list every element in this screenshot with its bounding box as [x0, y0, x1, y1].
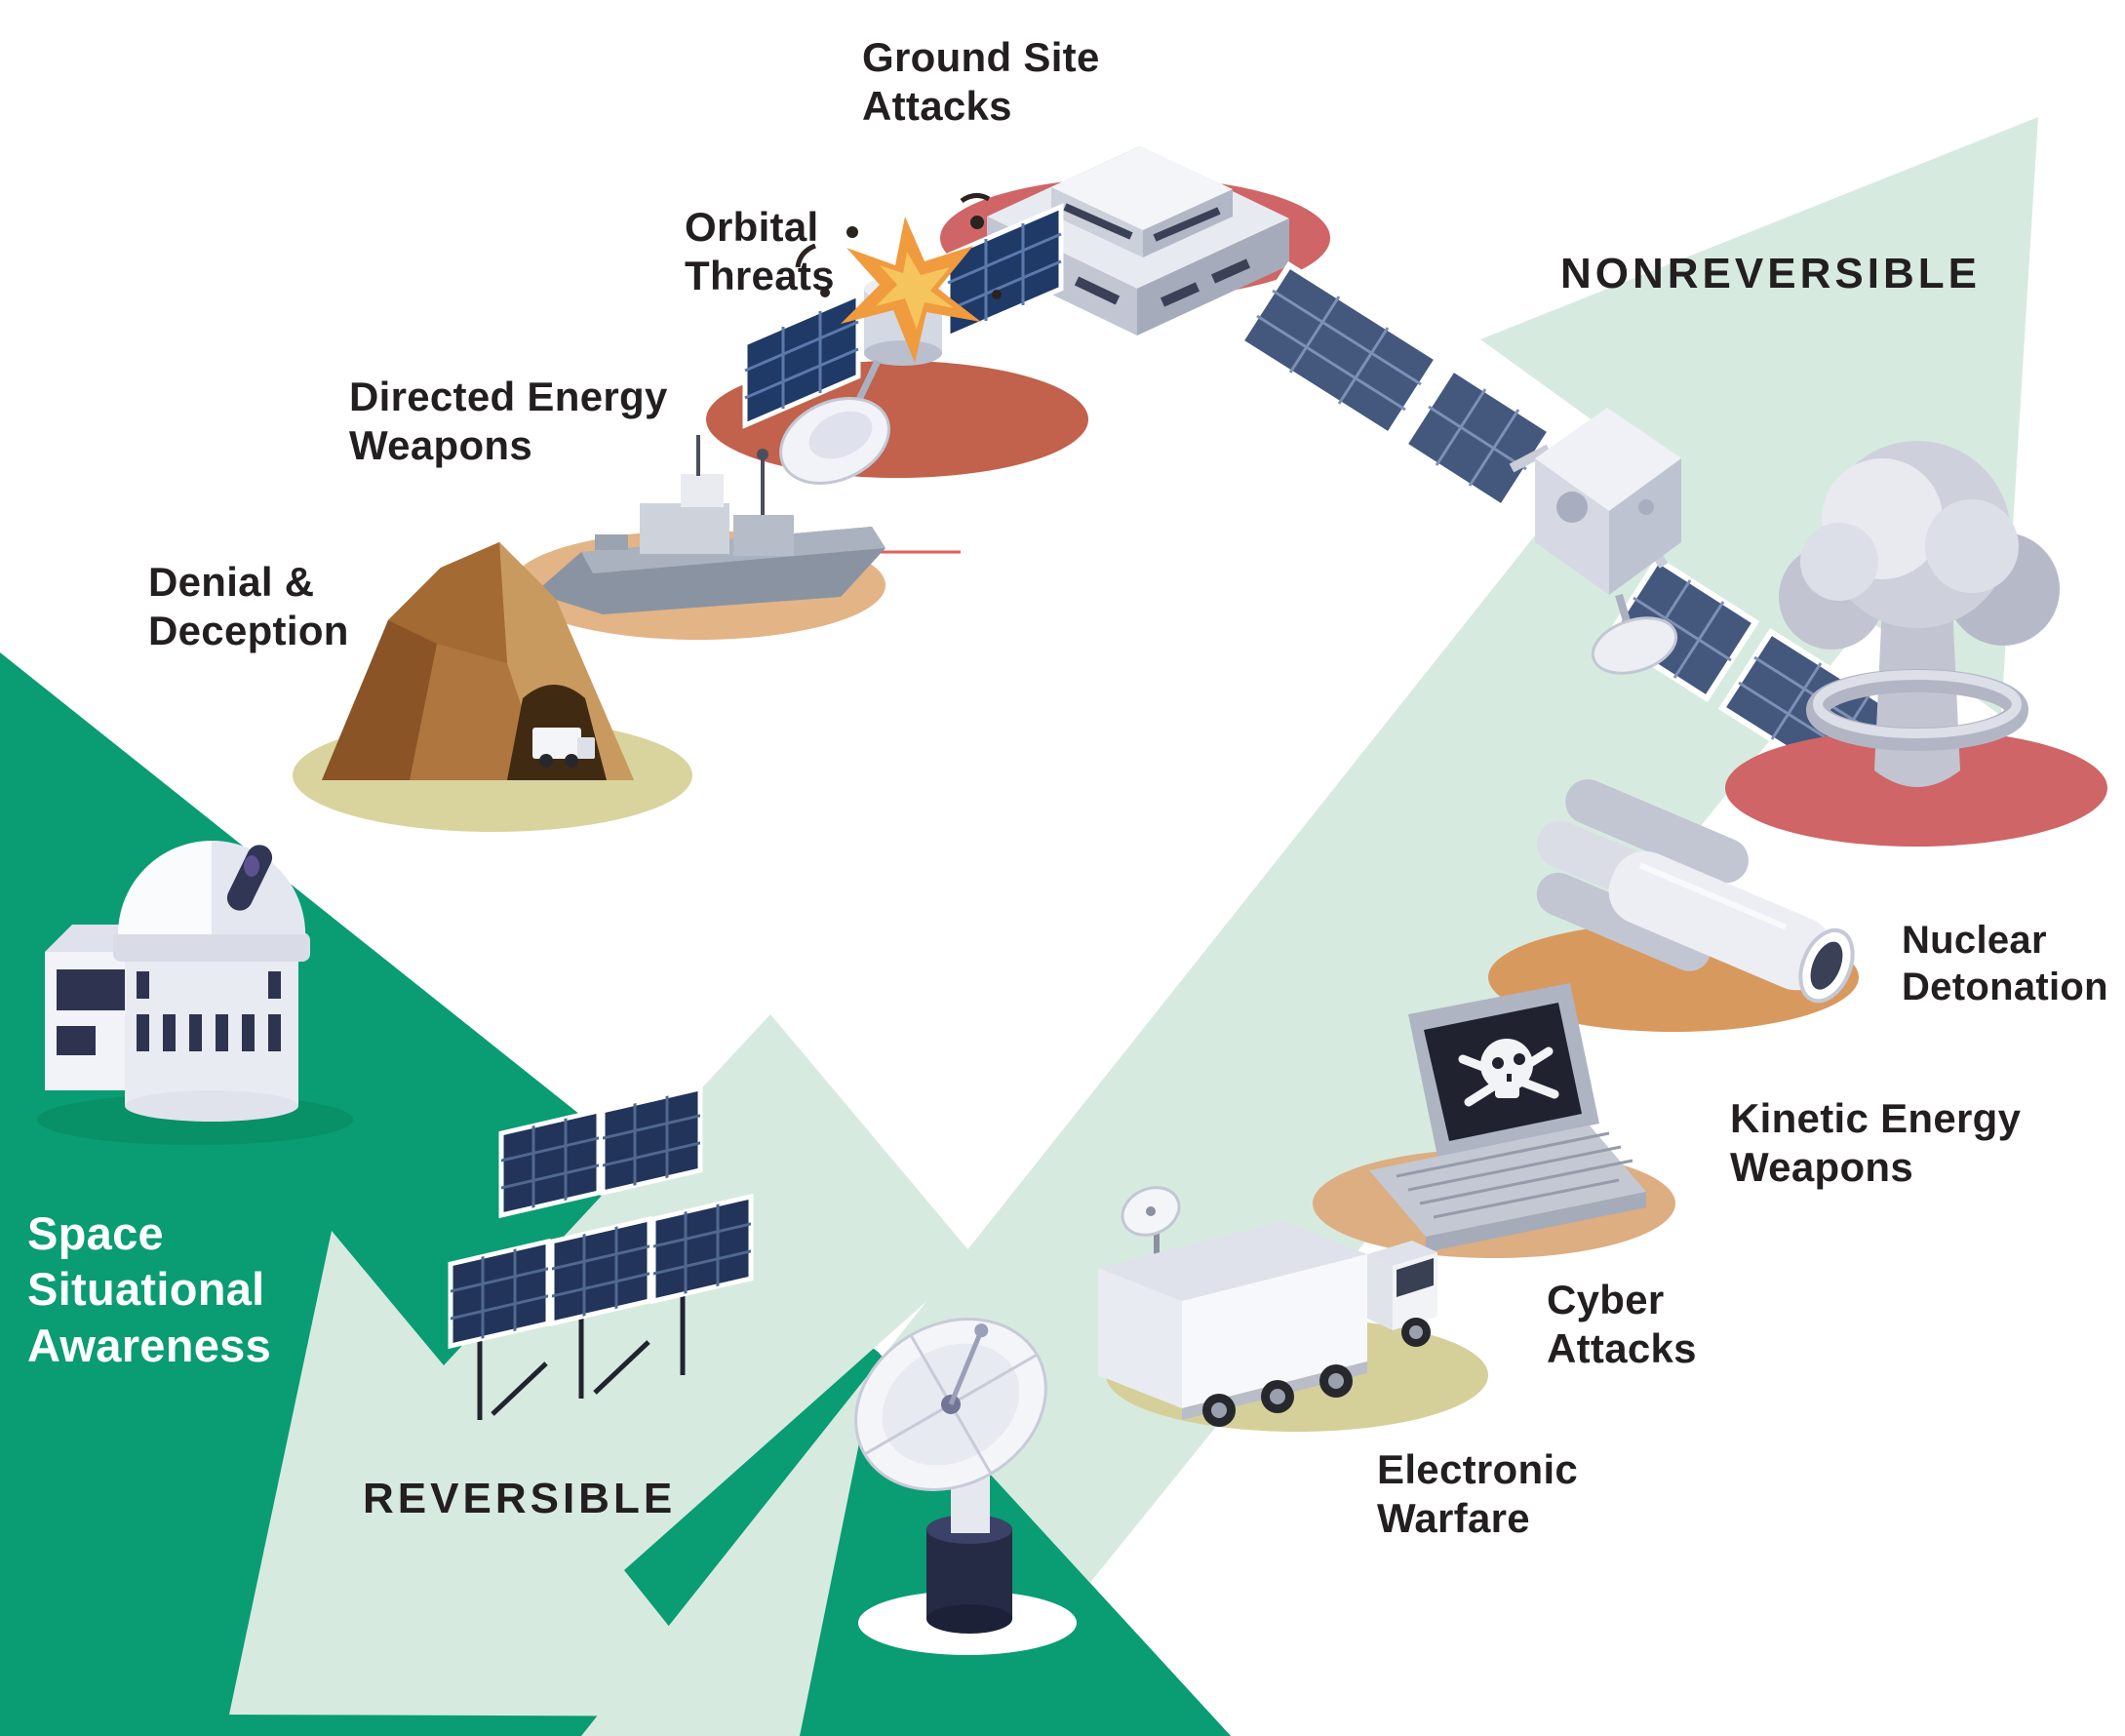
label-line: Orbital	[685, 204, 819, 250]
solar-panel	[498, 1107, 602, 1219]
observatory-illustration	[37, 841, 353, 1145]
mountain-illustration	[293, 542, 692, 832]
solar-panel	[650, 1193, 754, 1305]
reversible-arrow	[229, 1014, 975, 1716]
label-line: Attacks	[1547, 1325, 1697, 1372]
ship-illustration	[511, 435, 961, 640]
label-line: Space	[27, 1207, 164, 1259]
solar-panel	[448, 1238, 551, 1350]
label-line: Kinetic Energy	[1730, 1095, 2022, 1141]
solar-panel	[600, 1085, 703, 1197]
label-nuclear-detonation: Nuclear Detonation	[1902, 917, 2108, 1010]
orbital-threat-illustration	[706, 193, 1088, 485]
label-line: Attacks	[862, 83, 1012, 130]
label-line: Ground Site	[862, 34, 1100, 80]
label-ground-site-attacks: Ground Site Attacks	[862, 33, 1100, 132]
label-line: Nuclear	[1902, 919, 2047, 962]
radar-dish-illustration	[854, 1318, 1077, 1655]
label-denial-deception: Denial & Deception	[148, 558, 349, 656]
label-line: Warfare	[1377, 1495, 1530, 1542]
ew-truck-illustration	[1098, 1186, 1488, 1432]
nonreversible-label: NONREVERSIBLE	[1560, 250, 1981, 297]
solar-panel	[549, 1215, 652, 1327]
label-line: Awareness	[27, 1319, 272, 1371]
reversible-label: REVERSIBLE	[363, 1475, 677, 1522]
label-line: Threats	[685, 253, 835, 299]
label-kinetic-energy-weapons: Kinetic Energy Weapons	[1730, 1094, 2021, 1193]
label-line: Cyber	[1547, 1277, 1665, 1322]
label-line: Situational	[27, 1263, 265, 1316]
label-line: Weapons	[1730, 1144, 1914, 1191]
label-line: Detonation	[1902, 966, 2108, 1008]
label-electronic-warfare: Electronic Warfare	[1377, 1445, 1578, 1544]
label-line: Denial &	[148, 559, 315, 605]
ground-site-illustration	[940, 146, 1330, 335]
label-cyber-attacks: Cyber Attacks	[1547, 1276, 1697, 1374]
kinetic-weapons-illustration	[1488, 779, 1859, 1032]
label-directed-energy-weapons: Directed Energy Weapons	[349, 373, 668, 471]
label-line: Electronic	[1377, 1446, 1579, 1492]
label-line: Weapons	[349, 422, 533, 469]
nuclear-detonation-illustration	[1725, 441, 2107, 847]
solar-array-illustration	[448, 1085, 754, 1420]
label-line: Directed Energy	[349, 374, 668, 419]
label-space-situational-awareness: Space Situational Awareness	[27, 1205, 271, 1373]
label-orbital-threats: Orbital Threats	[685, 203, 835, 301]
cyber-attacks-illustration	[1313, 983, 1675, 1258]
label-line: Deception	[148, 608, 349, 654]
